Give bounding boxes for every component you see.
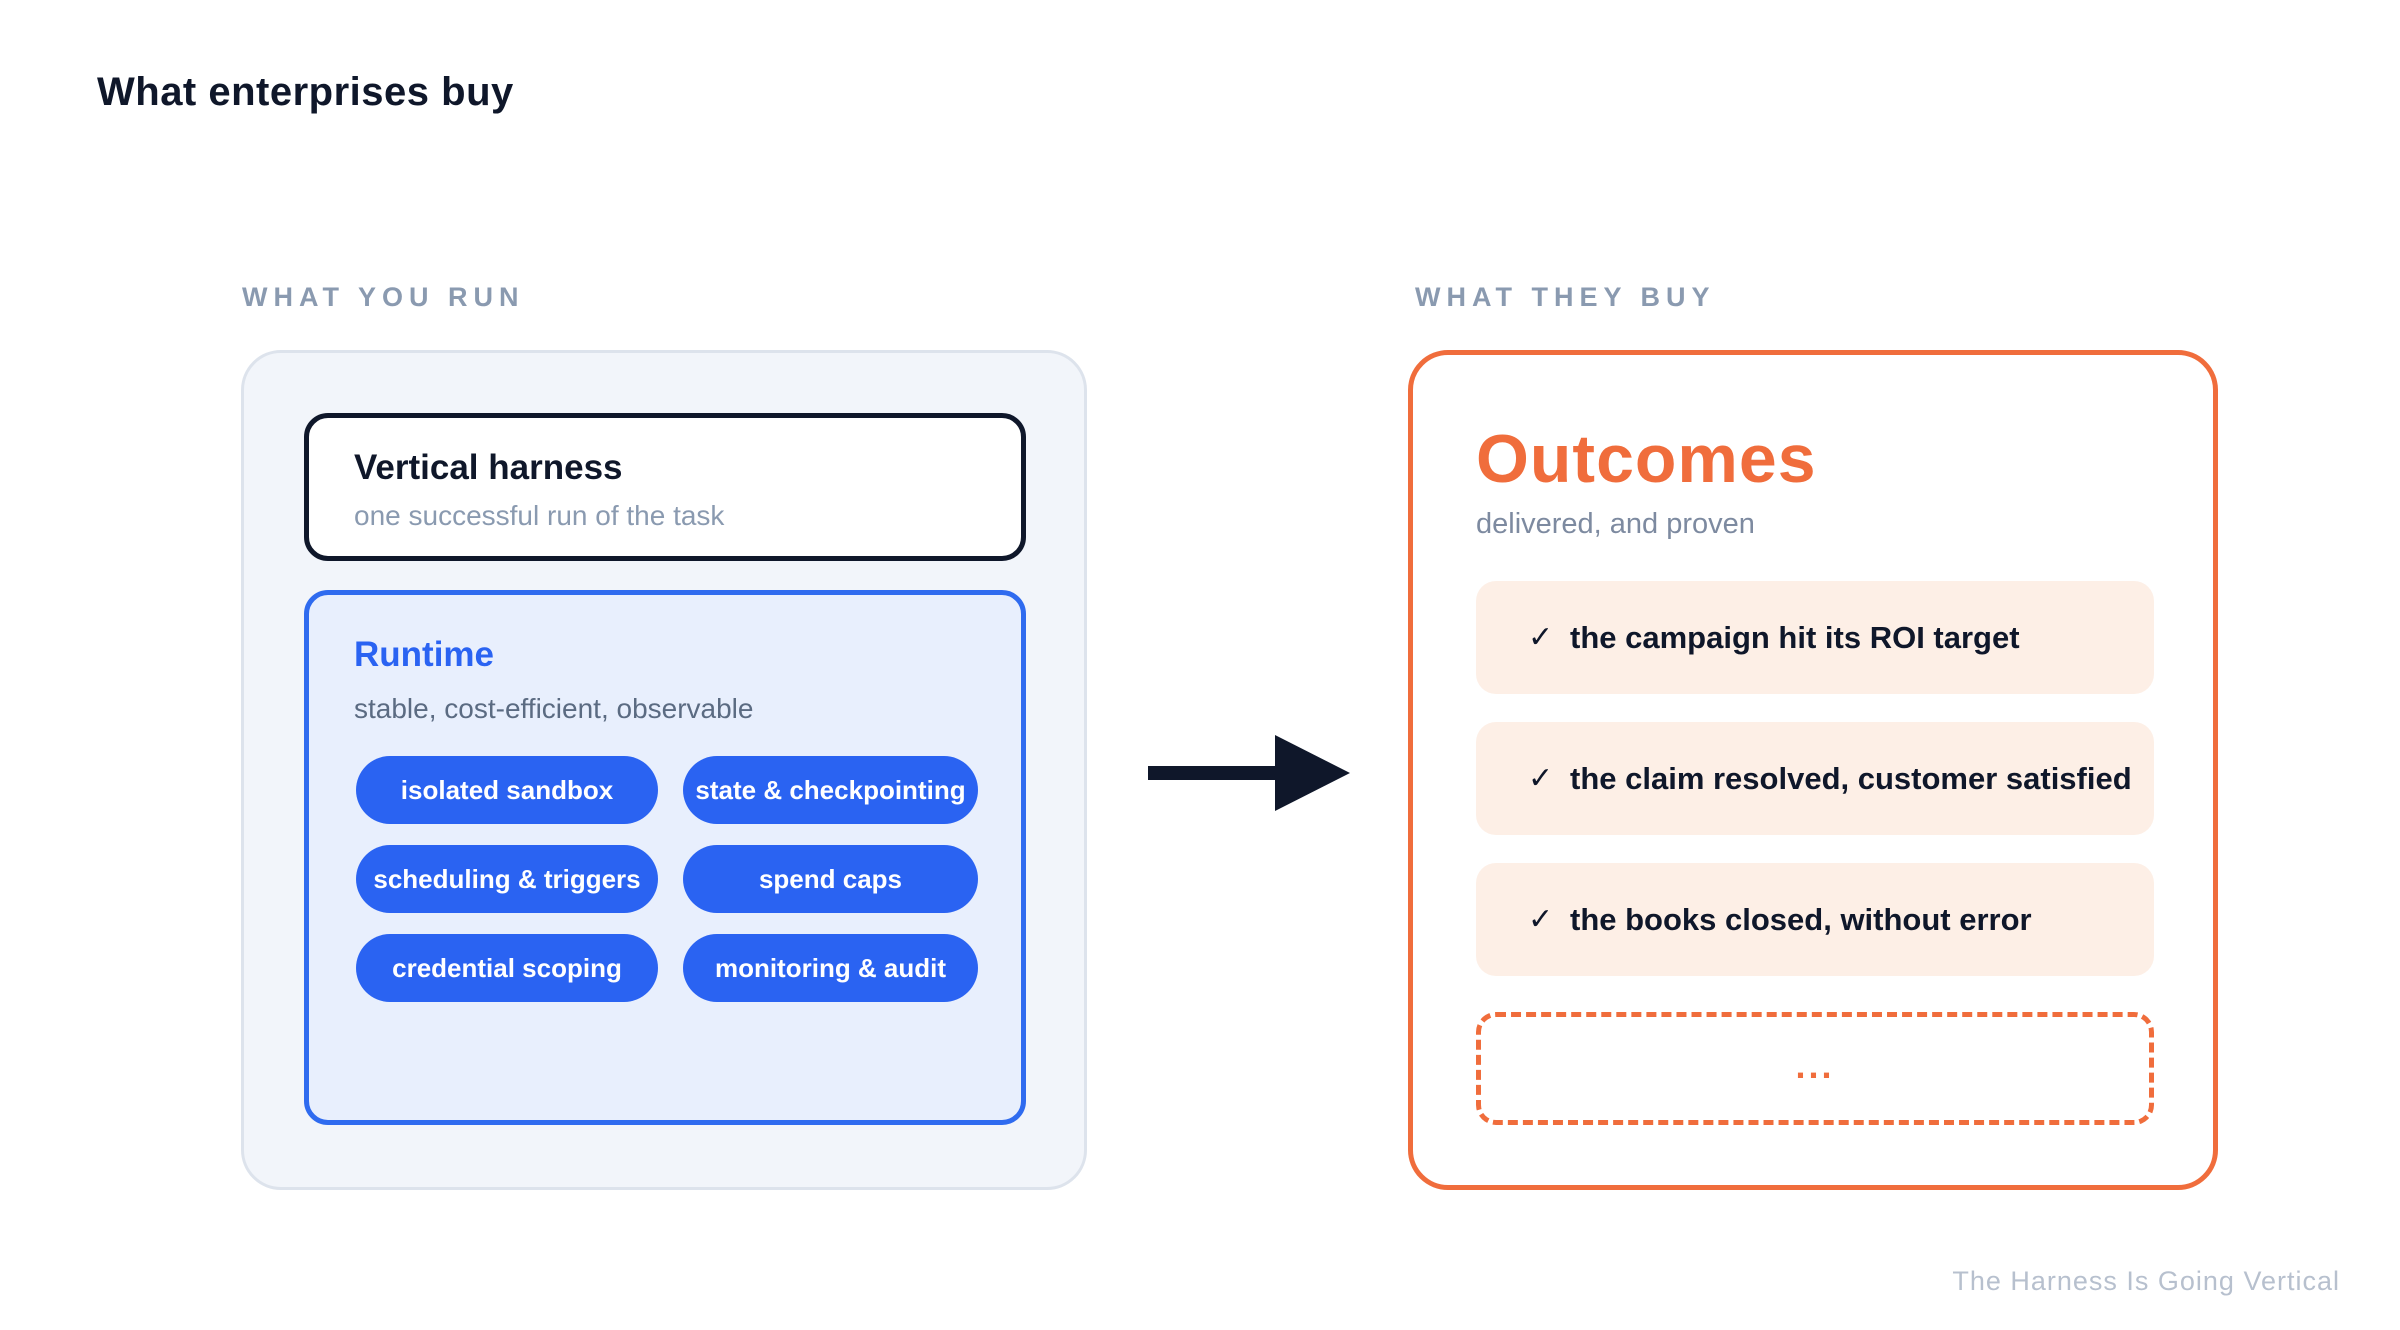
slide-title: What enterprises buy xyxy=(97,70,514,114)
outcome-text: the claim resolved, customer satisfied xyxy=(1570,760,2132,796)
ellipsis-icon: ... xyxy=(1795,1044,1835,1086)
what-they-buy-label: WHAT THEY BUY xyxy=(1415,282,1716,312)
outcome-item: ✓ the claim resolved, customer satisfied xyxy=(1476,722,2154,835)
outcomes-subtitle: delivered, and proven xyxy=(1476,508,1755,540)
outcomes-title: Outcomes xyxy=(1476,421,1817,497)
runtime-title: Runtime xyxy=(354,635,494,674)
capability-pill-spend-caps: spend caps xyxy=(683,845,978,913)
vertical-harness-title: Vertical harness xyxy=(354,448,623,487)
capability-pill-monitoring-audit: monitoring & audit xyxy=(683,934,978,1002)
outcome-text: the books closed, without error xyxy=(1570,901,2032,937)
what-you-run-label: WHAT YOU RUN xyxy=(242,282,525,312)
capability-pill-credential-scoping: credential scoping xyxy=(356,934,658,1002)
outcome-text: the campaign hit its ROI target xyxy=(1570,619,2020,655)
vertical-harness-card: Vertical harness one successful run of t… xyxy=(304,413,1026,561)
outcome-item: ✓ the campaign hit its ROI target xyxy=(1476,581,2154,694)
runtime-card: Runtime stable, cost-efficient, observab… xyxy=(304,590,1026,1125)
capability-pill-scheduling-triggers: scheduling & triggers xyxy=(356,845,658,913)
capability-pill-state-checkpointing: state & checkpointing xyxy=(683,756,978,824)
capability-pill-isolated-sandbox: isolated sandbox xyxy=(356,756,658,824)
checkmark-icon: ✓ xyxy=(1528,621,1554,654)
runtime-subtitle: stable, cost-efficient, observable xyxy=(354,693,754,724)
checkmark-icon: ✓ xyxy=(1528,903,1554,936)
more-outcomes-placeholder: ... xyxy=(1476,1012,2154,1125)
checkmark-icon: ✓ xyxy=(1528,762,1554,795)
vertical-harness-subtitle: one successful run of the task xyxy=(354,500,725,531)
right-arrow-icon xyxy=(1148,735,1350,811)
outcome-item: ✓ the books closed, without error xyxy=(1476,863,2154,976)
footer-caption: The Harness Is Going Vertical xyxy=(1952,1266,2340,1296)
